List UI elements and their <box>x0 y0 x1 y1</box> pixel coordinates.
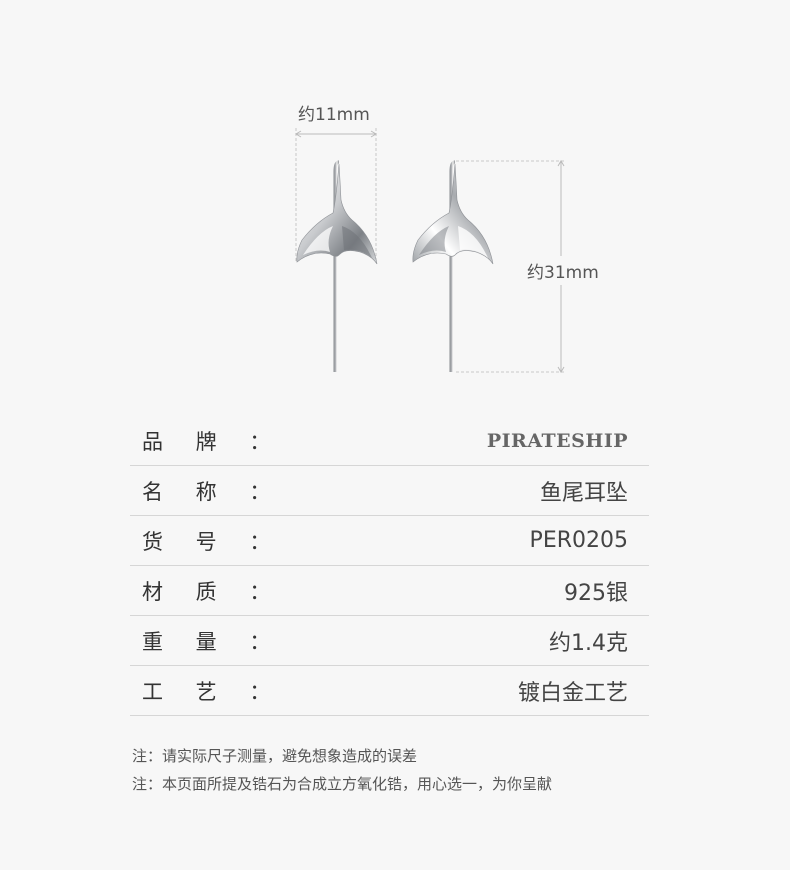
spec-label: 工 艺 ： <box>142 679 284 704</box>
spec-label: 货 号 ： <box>142 529 284 554</box>
spec-value: 鱼尾耳坠 <box>539 480 628 506</box>
earring-illustration <box>295 128 566 373</box>
note-zircon: 注：本页面所提及锆石为合成立方氧化锆，用心选一，为你呈献 <box>132 775 553 793</box>
width-dimension-guide <box>295 128 377 262</box>
notes: 注：请实际尺子测量，避免想象造成的误差 注：本页面所提及锆石为合成立方氧化锆，用… <box>132 742 692 798</box>
earring-right <box>412 160 494 372</box>
spec-value: 镀白金工艺 <box>517 680 628 706</box>
spec-value: 925银 <box>564 580 628 606</box>
spec-value: 约1.4克 <box>549 630 628 656</box>
note-measure: 注：请实际尺子测量，避免想象造成的误差 <box>132 747 418 765</box>
product-image: 约11mm 约31mm <box>0 0 790 400</box>
spec-label: 品 牌 ： <box>142 429 284 454</box>
spec-row-brand: 品 牌 ： PIRATESHIP <box>130 416 649 466</box>
spec-value: PIRATESHIP <box>486 429 628 452</box>
spec-row-material: 材 质 ： 925银 <box>130 566 649 616</box>
spec-label: 重 量 ： <box>142 629 284 654</box>
width-dimension-label: 约11mm <box>298 105 370 125</box>
spec-row-weight: 重 量 ： 约1.4克 <box>130 616 649 666</box>
spec-label: 材 质 ： <box>142 579 284 604</box>
spec-value: PER0205 <box>529 528 628 553</box>
spec-row-item-number: 货 号 ： PER0205 <box>130 516 649 566</box>
spec-table: 品 牌 ： PIRATESHIP 名 称 ： 鱼尾耳坠 货 号 ： PER020… <box>130 416 649 716</box>
height-dimension-label: 约31mm <box>527 256 599 285</box>
spec-row-craft: 工 艺 ： 镀白金工艺 <box>130 666 649 716</box>
spec-label: 名 称 ： <box>142 479 284 504</box>
spec-row-name: 名 称 ： 鱼尾耳坠 <box>130 466 649 516</box>
earring-left <box>296 160 378 372</box>
